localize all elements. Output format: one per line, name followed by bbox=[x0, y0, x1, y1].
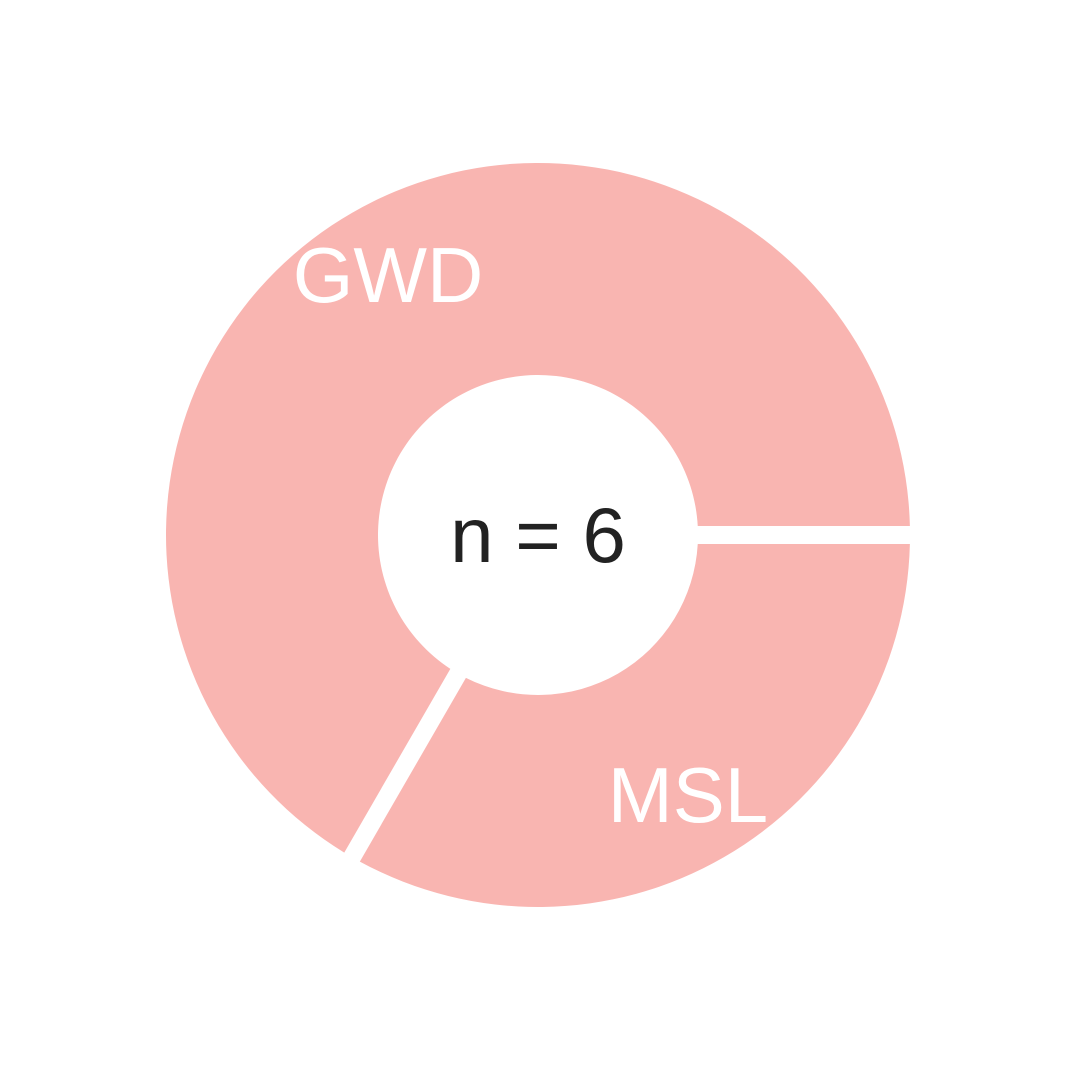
slice-gwd bbox=[165, 162, 910, 853]
slice-label-gwd: GWD bbox=[293, 231, 484, 319]
center-label: n = 6 bbox=[450, 491, 626, 579]
slice-label-msl: MSL bbox=[608, 751, 768, 839]
slice-labels: GWD MSL bbox=[293, 231, 769, 839]
slice-msl bbox=[359, 543, 910, 907]
donut-slices bbox=[165, 162, 910, 907]
